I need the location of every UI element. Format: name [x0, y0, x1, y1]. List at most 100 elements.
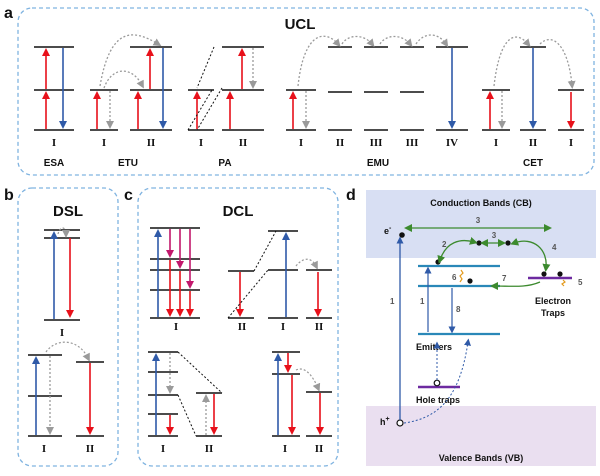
dcl-lower-left-levels — [148, 351, 222, 437]
step-number: 5 — [578, 278, 583, 287]
roman-label: I — [60, 327, 64, 339]
step-number: 8 — [456, 305, 461, 314]
valence-band-label: Valence Bands (VB) — [439, 453, 524, 463]
panel-a: a UCL — [4, 5, 595, 176]
step-number: 2 — [442, 240, 447, 249]
panel-letter-d: d — [346, 187, 356, 204]
trapped-electron — [541, 271, 547, 277]
dcl-ur-cross-line-2 — [227, 269, 269, 319]
etu-transfer-arrow-1 — [103, 70, 144, 89]
roman-label: II — [205, 443, 214, 455]
dcl-lower-right-levels — [272, 351, 332, 437]
roman-label: I — [199, 137, 203, 149]
hole-label: h+ — [380, 416, 390, 427]
panel-b: b DSL I I II — [4, 187, 119, 467]
trapped-electron — [557, 271, 563, 277]
panel-letter-b: b — [4, 187, 14, 204]
thermal-squiggle-icon — [561, 279, 566, 287]
panel-b-title: DSL — [53, 203, 83, 220]
pa-cross-relax-line-1 — [196, 46, 215, 89]
emu-transfer-arrow-3 — [379, 35, 413, 48]
group-label-cet: CET — [523, 158, 543, 169]
dcl-ll-cross-line-1 — [177, 351, 223, 394]
roman-label: II — [239, 137, 248, 149]
roman-label: III — [406, 137, 419, 149]
electron-on-emitter — [467, 278, 473, 284]
dsl-upper-relax-arrow — [57, 227, 70, 238]
dsl-lower-levels — [28, 354, 104, 437]
dcl-ll-cross-line-2 — [177, 394, 197, 437]
esa-diagram — [34, 46, 74, 131]
roman-label: II — [86, 443, 95, 455]
emu-transfer-arrow-4 — [415, 34, 449, 48]
roman-label: I — [299, 137, 303, 149]
hole-traps-label: Hole traps — [416, 395, 460, 405]
group-label-esa: ESA — [44, 158, 65, 169]
conduction-band-label: Conduction Bands (CB) — [430, 198, 532, 208]
roman-label: I — [174, 321, 178, 333]
roman-label: III — [370, 137, 383, 149]
emitters-label: Emitters — [416, 342, 452, 352]
dsl-lower-transfer-arrow — [45, 341, 90, 362]
roman-label: I — [569, 137, 573, 149]
pa-cross-relax-line-2 — [196, 87, 223, 131]
step-number: 3 — [476, 216, 481, 225]
electron-dot — [399, 232, 405, 238]
electron-traps-label-1: Electron — [535, 296, 571, 306]
panel-letter-a: a — [4, 5, 13, 22]
dcl-upper-right-levels — [228, 230, 332, 319]
emu-diagram — [286, 46, 468, 131]
step-number: 1 — [390, 297, 395, 306]
step-number: 4 — [552, 243, 557, 252]
hole-dot — [396, 419, 404, 427]
panel-d: d Conduction Bands (CB) Valence Bands (V… — [346, 187, 596, 466]
group-label-pa: PA — [218, 158, 231, 169]
roman-label: I — [52, 137, 56, 149]
panel-letter-c: c — [124, 187, 133, 204]
hole-transfer-arrow — [403, 338, 471, 424]
panel-c-title: DCL — [223, 203, 254, 220]
panel-c-frame — [137, 187, 339, 467]
valence-band — [366, 406, 596, 466]
step-number: 6 — [452, 273, 457, 282]
electron-in-cb — [476, 240, 482, 246]
etu-diagram — [90, 46, 172, 131]
trap-capture-arrow — [510, 237, 551, 272]
electron-label: e- — [384, 225, 392, 236]
roman-label: IV — [446, 137, 458, 149]
panel-a-title: UCL — [285, 16, 316, 33]
roman-label: I — [42, 443, 46, 455]
panel-b-frame — [17, 187, 119, 467]
roman-label: I — [102, 137, 106, 149]
electron-on-emitter — [435, 259, 441, 265]
thermal-squiggle-icon — [459, 269, 464, 283]
group-label-etu: ETU — [118, 158, 138, 169]
roman-label: II — [336, 137, 345, 149]
roman-label: II — [529, 137, 538, 149]
roman-label: II — [147, 137, 156, 149]
etu-transfer-arrow-2 — [99, 34, 162, 87]
dcl-lr-transfer-arrow — [295, 368, 321, 392]
group-label-emu: EMU — [367, 158, 389, 169]
capture-arrow — [437, 237, 478, 264]
dcl-ur-cross-line-1 — [253, 230, 277, 272]
step-number: 1 — [420, 297, 425, 306]
roman-label: I — [283, 443, 287, 455]
step-number: 7 — [502, 274, 507, 283]
dcl-ur-transfer-arrow — [295, 258, 318, 270]
electron-in-cb — [505, 240, 511, 246]
roman-label: II — [315, 321, 324, 333]
panel-a-frame — [17, 7, 595, 176]
roman-label: II — [315, 443, 324, 455]
detrap-arrow — [490, 281, 541, 291]
panel-c: c DCL I — [124, 187, 339, 467]
cet-transfer-arrow-2 — [539, 38, 576, 89]
cet-transfer-arrow-1 — [493, 36, 531, 87]
electron-traps-label-2: Traps — [541, 308, 565, 318]
step-number: 3 — [492, 231, 497, 240]
emu-transfer-arrow-1 — [297, 35, 341, 87]
roman-label: I — [161, 443, 165, 455]
pa-diagram — [188, 46, 264, 131]
roman-label: II — [238, 321, 247, 333]
